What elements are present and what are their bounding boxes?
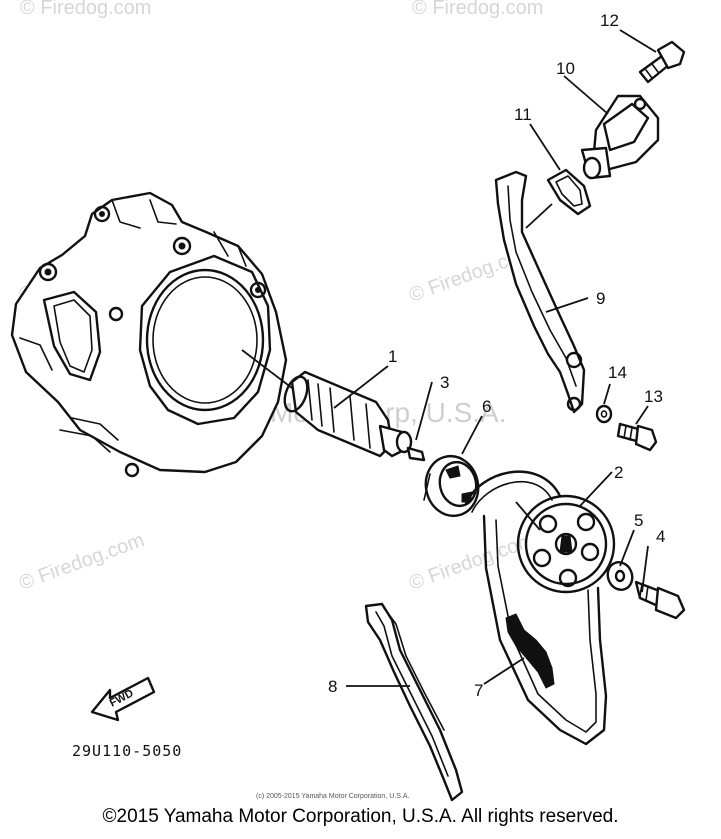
part-label-1: 1: [388, 347, 397, 366]
sprocket-hub: [423, 454, 480, 518]
part-label-11: 11: [514, 105, 532, 124]
guide-washer: [595, 404, 613, 424]
tensioner-gasket: [546, 168, 592, 216]
timing-chain: [464, 470, 608, 746]
footer-copyright: ©2015 Yamaha Motor Corporation, U.S.A. A…: [102, 806, 619, 827]
diagram-code: 29U110-5050: [72, 742, 182, 760]
part-label-2: 2: [614, 463, 623, 482]
cylinder-head: [10, 191, 288, 478]
tensioner-guide: [494, 170, 586, 414]
part-label-7: 7: [474, 681, 483, 700]
watermark-text: © Firedog.com: [412, 0, 543, 19]
part-labels: 1 2 3 4 5 6 7 8 9 10 11 12 13 14: [328, 11, 665, 700]
part-label-13: 13: [644, 387, 663, 406]
part-label-14: 14: [608, 363, 627, 382]
part-label-4: 4: [656, 527, 665, 546]
washer: [606, 561, 634, 591]
part-label-10: 10: [556, 59, 575, 78]
watermark-text: © Firedog.com: [16, 529, 147, 595]
camshaft: [283, 370, 413, 458]
part-label-8: 8: [328, 677, 337, 696]
dowel-pin: [406, 446, 426, 462]
guide-bolt: [616, 422, 658, 452]
watermark-text: © Firedog.com: [20, 0, 151, 19]
part-label-3: 3: [440, 373, 449, 392]
fwd-arrow: FWD: [90, 676, 156, 722]
part-label-12: 12: [600, 11, 619, 30]
tensioner-bolt: [638, 40, 686, 84]
chain-guide: [364, 602, 464, 802]
small-copyright: (c) 2005-2015 Yamaha Motor Corporation, …: [256, 793, 409, 800]
part-label-6: 6: [482, 397, 491, 416]
chain-tensioner: [580, 94, 660, 180]
cam-sprocket: [516, 494, 616, 594]
leader-lines: [241, 29, 657, 687]
part-label-5: 5: [634, 511, 643, 530]
part-label-9: 9: [596, 289, 605, 308]
